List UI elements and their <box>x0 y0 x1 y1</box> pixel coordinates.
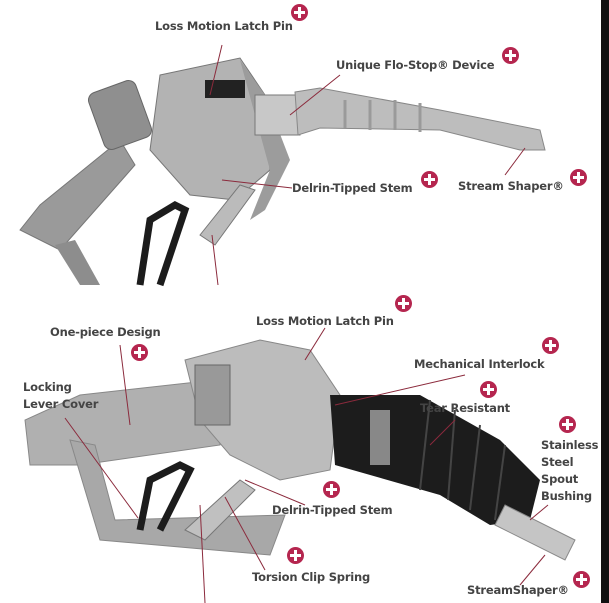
label-mechanical-interlock: Mechanical Interlock <box>414 357 545 371</box>
label-delrin-tipped-stem: Delrin-Tipped Stem <box>272 503 393 517</box>
label-flo-stop-device: Unique Flo-Stop® Device <box>336 58 495 72</box>
label-locking: Locking <box>23 380 72 394</box>
top-nozzle <box>19 44 546 287</box>
bottom-nozzle <box>24 327 576 603</box>
plus-icon[interactable] <box>570 169 587 186</box>
plus-icon[interactable] <box>542 337 559 354</box>
label-bushing-line4: Bushing <box>541 489 592 503</box>
label-bushing-line1: Stainless <box>541 438 599 452</box>
plus-icon[interactable] <box>480 381 497 398</box>
label-torsion-clip-spring: Torsion Clip Spring <box>252 570 371 584</box>
plus-icon[interactable] <box>323 481 340 498</box>
plus-icon[interactable] <box>559 416 576 433</box>
label-stream-shaper: Stream Shaper® <box>458 179 564 193</box>
right-edge-bar <box>601 0 609 603</box>
label-loss-motion-latch-pin: Loss Motion Latch Pin <box>155 19 293 33</box>
label-delrin-tipped-stem: Delrin-Tipped Stem <box>292 181 413 195</box>
label-tear-resistant: Tear Resistant <box>420 401 510 415</box>
plus-icon[interactable] <box>291 4 308 21</box>
plus-icon[interactable] <box>395 295 412 312</box>
label-lever-cover: Lever Cover <box>23 397 99 411</box>
label-one-piece-design: One-piece Design <box>50 325 161 339</box>
label-streamshaper: StreamShaper® <box>467 583 569 597</box>
label-loss-motion-latch-pin: Loss Motion Latch Pin <box>256 314 394 328</box>
label-bushing-line2: Steel <box>541 455 574 469</box>
plus-icon[interactable] <box>502 47 519 64</box>
label-bushing-line3: Spout <box>541 472 579 486</box>
plus-icon[interactable] <box>131 344 148 361</box>
plus-icon[interactable] <box>287 547 304 564</box>
plus-icon[interactable] <box>573 571 590 588</box>
plus-icon[interactable] <box>421 171 438 188</box>
